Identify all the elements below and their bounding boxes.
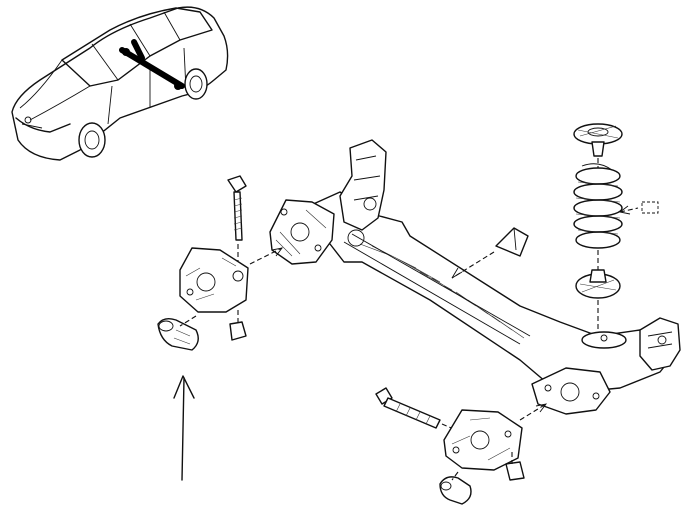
rear-axle-beam [269, 139, 681, 415]
left-bracket-assembly [157, 175, 284, 481]
right-bracket-assembly [375, 387, 548, 505]
bump-stop-wedge [451, 227, 529, 279]
coil-spring-assembly: ⬚ [573, 123, 659, 330]
spring-callout-symbol: ⬚ [646, 204, 655, 214]
car-location-thumbnail [11, 6, 229, 161]
